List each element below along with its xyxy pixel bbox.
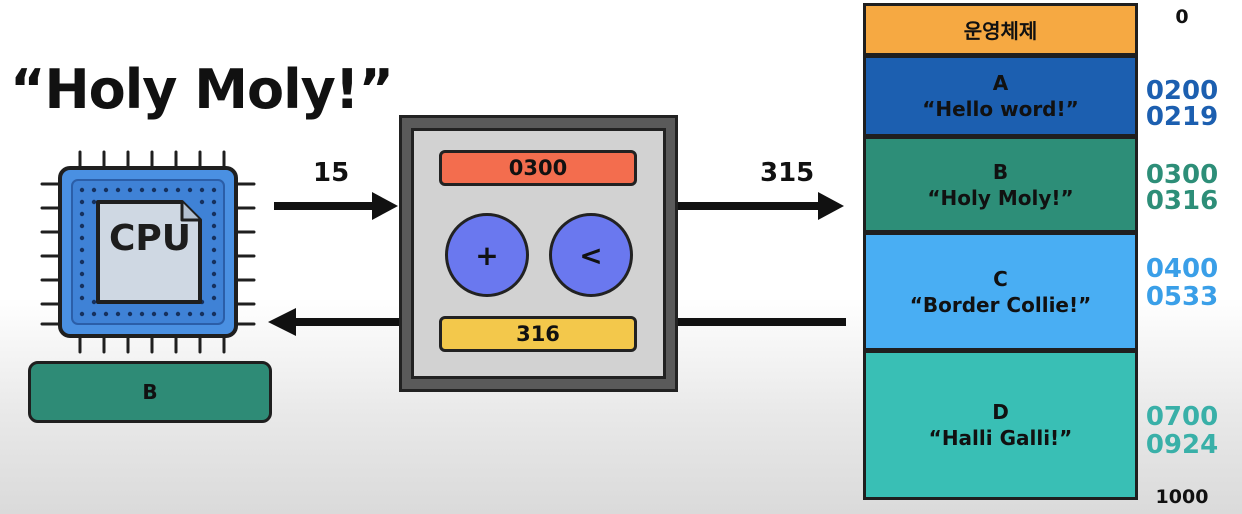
logical-address-label: 15 xyxy=(313,158,350,188)
memory-block-text: “Border Collie!” xyxy=(909,292,1092,317)
cpu-label: CPU xyxy=(108,217,192,259)
page-title: “Holy Moly!” xyxy=(10,58,394,121)
limit-register: 316 xyxy=(439,316,637,352)
address-end-d: 0924 xyxy=(1145,430,1219,460)
address-end-a: 0219 xyxy=(1145,102,1219,132)
memory-block-a: A “Hello word!” xyxy=(863,55,1138,137)
process-register-label: B xyxy=(142,380,158,404)
memory-block-text: “Hello word!” xyxy=(922,97,1079,121)
address-bottom: 1000 xyxy=(1155,486,1209,508)
memory-block-b: B “Holy Moly!” xyxy=(863,136,1138,233)
cpu-chip-icon xyxy=(40,150,256,354)
memory-os-label: 운영체제 xyxy=(963,19,1038,43)
memory-block-text: “Halli Galli!” xyxy=(928,426,1073,450)
return-line xyxy=(678,318,846,326)
memory-block-name: B xyxy=(992,159,1009,184)
plus-symbol: + xyxy=(475,238,499,272)
relocation-register-value: 0300 xyxy=(508,156,568,180)
memory-block-text: “Holy Moly!” xyxy=(927,185,1074,210)
memory-os-block: 운영체제 xyxy=(863,3,1138,56)
arrow-right-icon xyxy=(678,192,844,220)
address-start-c: 0400 xyxy=(1145,254,1219,284)
address-top: 0 xyxy=(1175,6,1189,28)
relocation-register: 0300 xyxy=(439,150,637,186)
memory-block-d: D “Halli Galli!” xyxy=(863,350,1138,500)
address-end-b: 0316 xyxy=(1145,186,1219,216)
address-start-b: 0300 xyxy=(1145,160,1219,190)
process-register-box: B xyxy=(28,361,272,423)
address-start-d: 0700 xyxy=(1145,402,1219,432)
arrow-left-icon xyxy=(268,308,402,336)
physical-address-label: 315 xyxy=(760,158,815,188)
less-than-symbol: < xyxy=(579,238,603,272)
comparator-circle: < xyxy=(549,213,633,297)
adder-circle: + xyxy=(445,213,529,297)
limit-register-value: 316 xyxy=(516,322,560,346)
memory-block-name: D xyxy=(992,400,1009,424)
memory-block-name: A xyxy=(992,71,1009,95)
address-start-a: 0200 xyxy=(1145,76,1219,106)
memory-block-c: C “Border Collie!” xyxy=(863,232,1138,351)
address-end-c: 0533 xyxy=(1145,282,1219,312)
memory-block-name: C xyxy=(993,266,1008,291)
arrow-right-icon xyxy=(274,192,398,220)
